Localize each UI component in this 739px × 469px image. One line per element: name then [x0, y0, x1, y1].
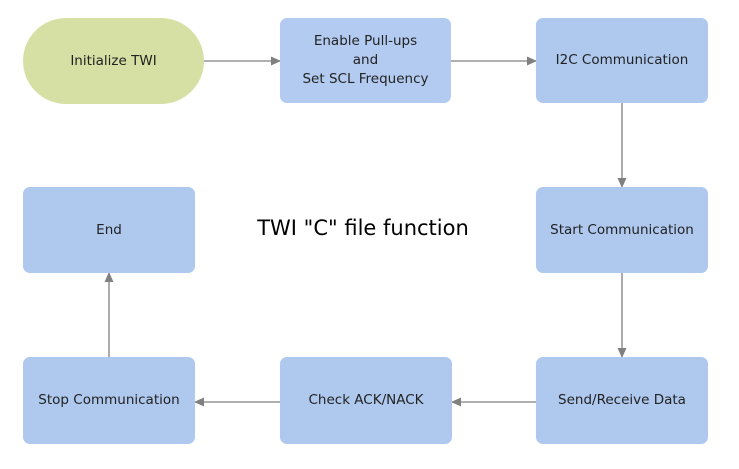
diagram-title: TWI "C" file function — [257, 216, 469, 240]
node-label: End — [96, 221, 122, 238]
node-label: Check ACK/NACK — [308, 392, 424, 408]
node-label: I2C Communication — [555, 52, 689, 68]
node-label: Stop Communication — [38, 392, 180, 408]
node-initialize-twi: Initialize TWI — [23, 18, 204, 104]
node-start-communication: Start Communication — [536, 187, 708, 273]
node-label: Start Communication — [550, 221, 694, 238]
node-label: Send/Receive Data — [558, 392, 686, 408]
node-stop-communication: Stop Communication — [23, 357, 195, 444]
node-check-ack-nack: Check ACK/NACK — [280, 357, 452, 444]
node-end: End — [23, 187, 195, 273]
node-send-receive-data: Send/Receive Data — [536, 357, 708, 444]
node-i2c-communication: I2C Communication — [536, 18, 708, 103]
node-enable-pullups: Enable Pull-ups and Set SCL Frequency — [280, 18, 451, 103]
node-label: Enable Pull-ups and Set SCL Frequency — [302, 33, 429, 87]
node-label: Initialize TWI — [70, 52, 157, 69]
